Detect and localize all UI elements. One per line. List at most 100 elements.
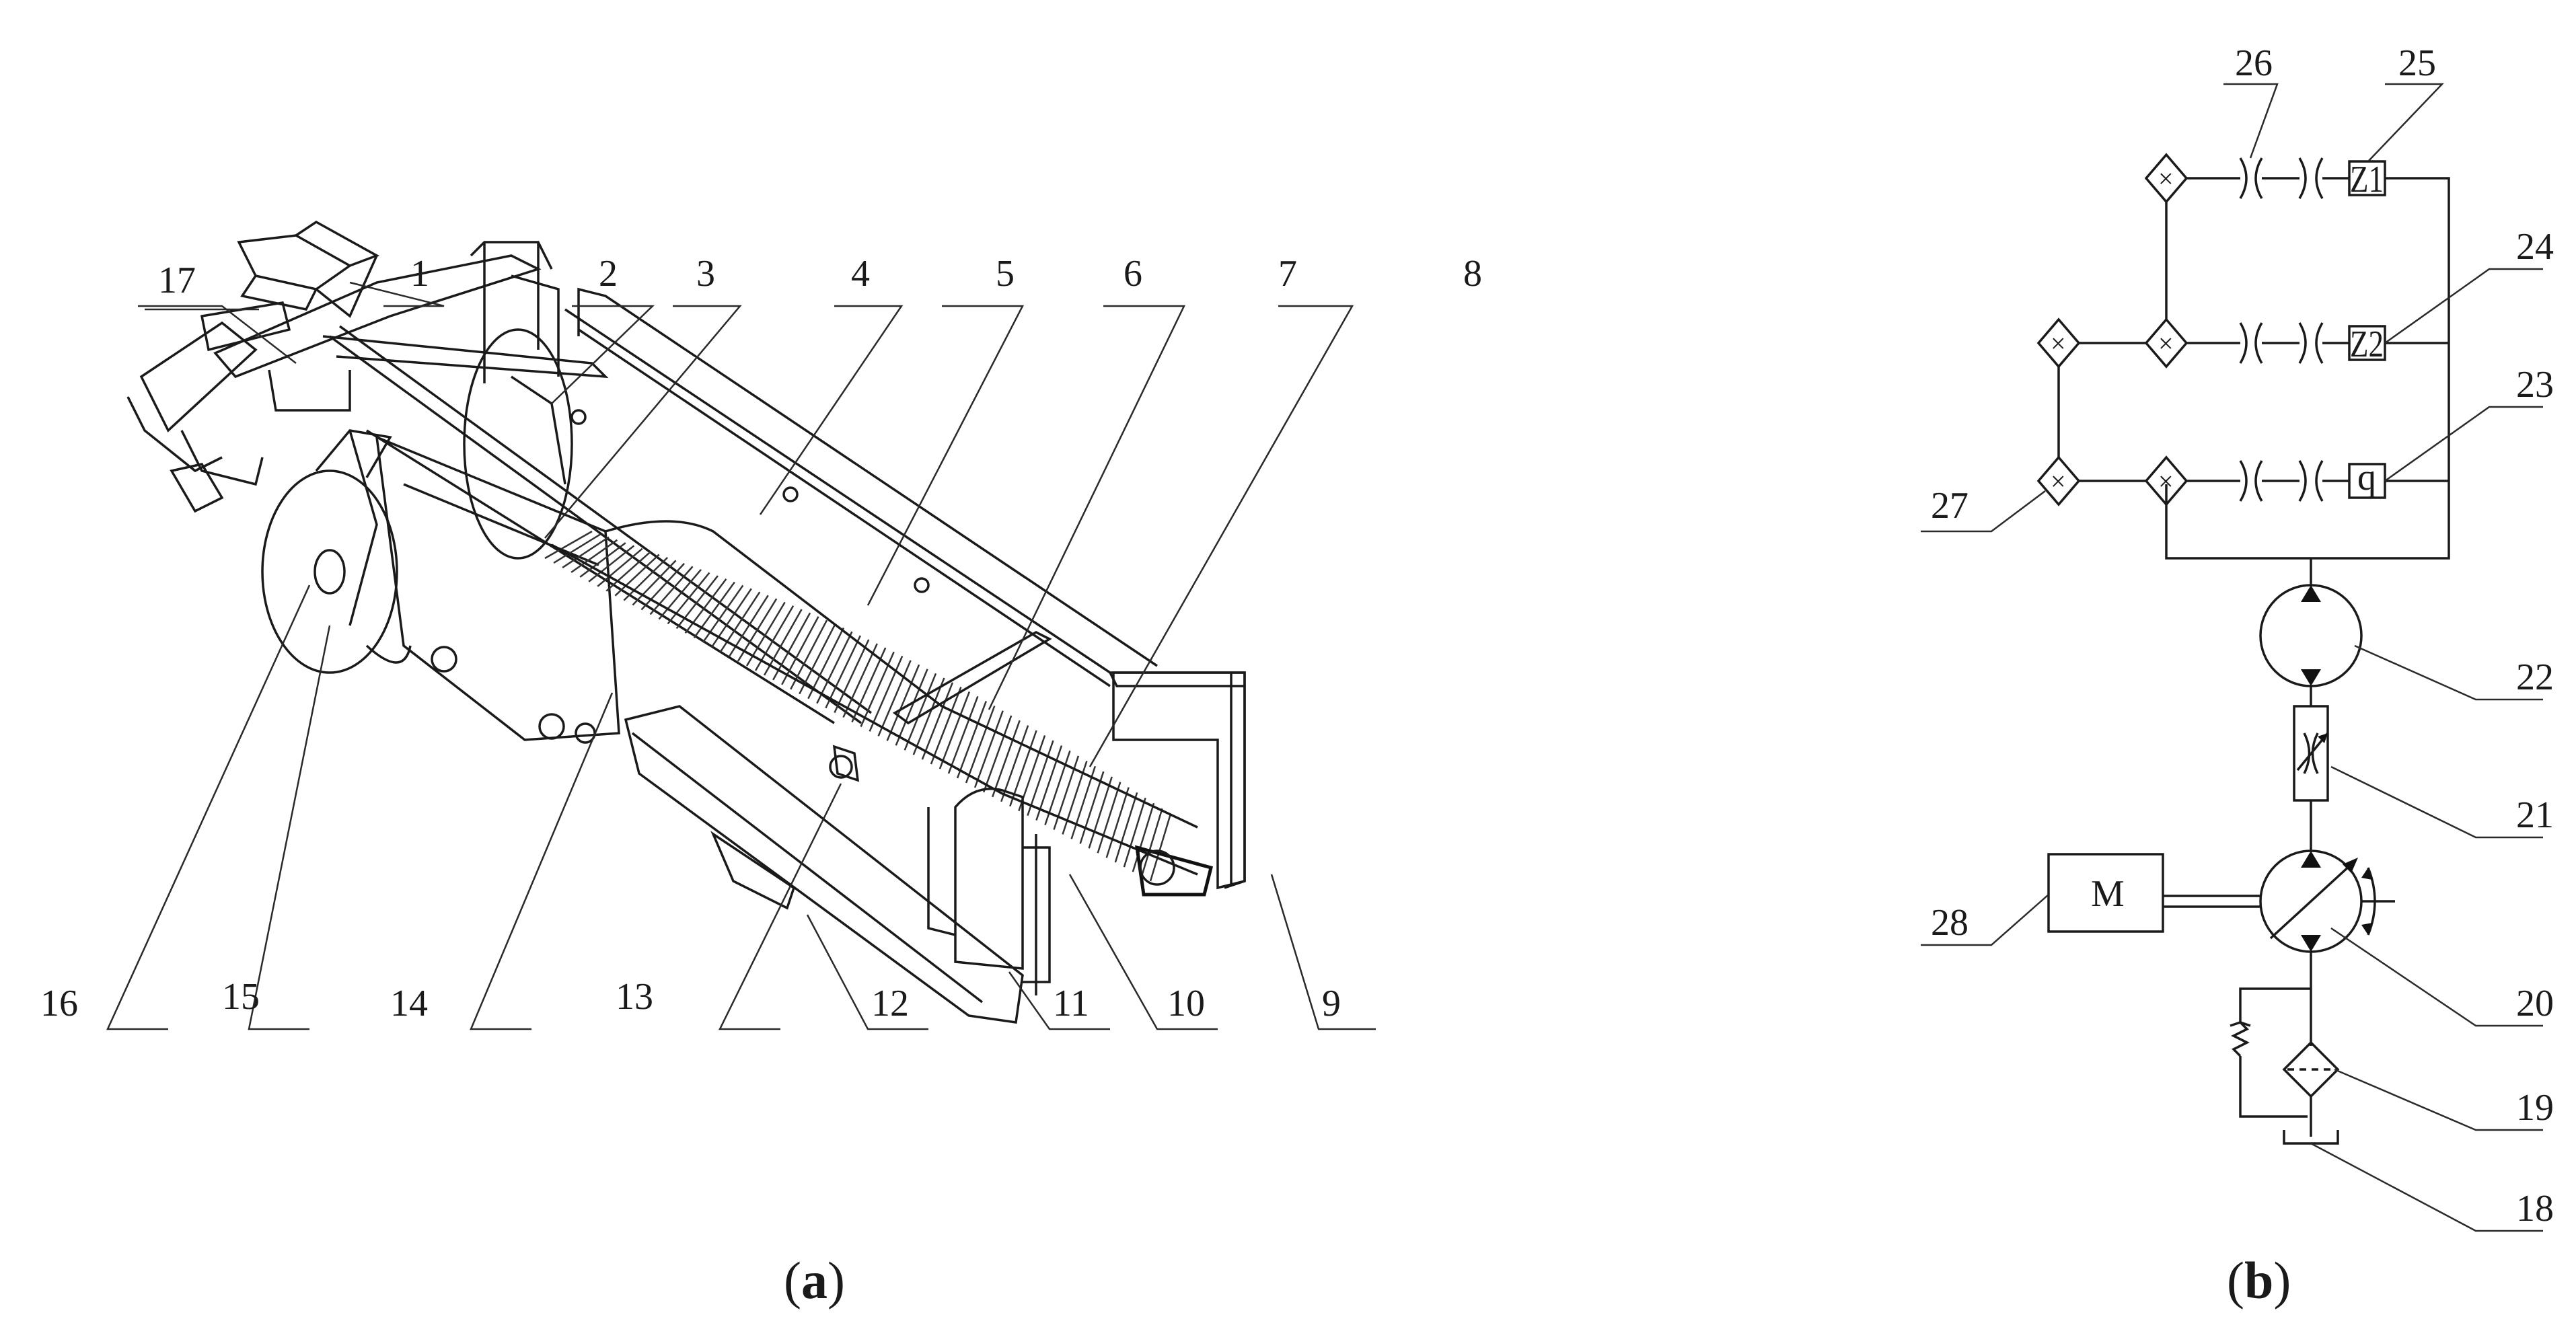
motor-label: M <box>2091 873 2125 915</box>
conveyor-bar <box>1035 745 1063 821</box>
conveyor-bar <box>992 720 1021 798</box>
motor-box <box>2047 853 2164 933</box>
callout-17: 17 <box>158 260 196 301</box>
harvester-drawing <box>126 220 1246 1024</box>
branch-q: q × × <box>2036 455 2386 506</box>
conveyor-bar <box>1079 771 1105 844</box>
conveyor-bar <box>571 539 618 573</box>
conveyor-bar <box>623 556 669 601</box>
callout-2: 2 <box>599 253 618 295</box>
conveyor-bar <box>921 682 954 760</box>
conveyor-bar <box>930 687 962 765</box>
conveyor-bar <box>1105 787 1130 858</box>
conveyor-bar <box>772 612 811 681</box>
conveyor-bar <box>588 545 635 582</box>
crossbar <box>892 631 1052 725</box>
conveyor-bar <box>632 560 677 606</box>
conveyor-bar <box>1123 797 1146 868</box>
conveyor-bar <box>947 695 979 774</box>
callout-leaders-a <box>106 281 1376 1030</box>
conveyor-bar <box>675 575 719 630</box>
conveyor-bar <box>693 581 735 638</box>
relief-valve <box>2230 987 2311 1118</box>
conveyor-bar <box>684 578 727 634</box>
conveyor-bar <box>763 609 803 676</box>
callout-13: 13 <box>616 976 653 1018</box>
callout-4: 4 <box>851 253 870 295</box>
conveyor-bar <box>1114 792 1138 863</box>
callout-labels-b: 26 25 24 23 27 22 21 28 20 19 18 <box>1931 42 2554 1230</box>
conveyor-bar <box>640 562 686 611</box>
callout-26: 26 <box>2235 42 2273 84</box>
conveyor-bar <box>1149 813 1172 882</box>
conveyor-bar <box>807 627 845 700</box>
manifold-lines <box>2165 177 2450 585</box>
branch-z1: Z1 × <box>2144 153 2386 319</box>
multiplier-q: × <box>2158 466 2174 496</box>
drawbar <box>328 325 873 724</box>
valve-z2-label: Z2 <box>2350 324 2384 365</box>
filter <box>2282 1041 2340 1137</box>
callout-16: 16 <box>40 983 78 1024</box>
callout-18: 18 <box>2516 1188 2554 1230</box>
callout-3: 3 <box>696 253 715 295</box>
conveyor-bar <box>799 624 836 695</box>
conveyor-bar <box>956 700 987 779</box>
conveyor-bar <box>895 669 928 746</box>
conveyor-bar <box>842 643 878 718</box>
conveyor-bar <box>719 591 761 652</box>
callout-15: 15 <box>222 976 260 1018</box>
conveyor-bar <box>597 548 643 587</box>
coulter-disc <box>261 429 412 674</box>
conveyor-bar <box>816 631 853 704</box>
drive-box <box>927 788 1051 995</box>
valve-z1-label: Z1 <box>2350 159 2384 200</box>
valve-z1-box <box>2348 160 2386 196</box>
conveyor-bar <box>965 706 996 784</box>
side-plate-left <box>375 435 620 744</box>
callout-leaders-b <box>1921 83 2543 1232</box>
conveyor-bar <box>553 533 601 564</box>
conveyor-bar <box>658 569 702 620</box>
callout-23: 23 <box>2516 364 2554 406</box>
callout-20: 20 <box>2516 983 2554 1024</box>
callout-1: 1 <box>410 253 429 295</box>
callout-7: 7 <box>1278 253 1297 295</box>
conveyor-bar <box>834 639 870 714</box>
conveyor-bar <box>982 715 1013 793</box>
conveyor-bar <box>1027 740 1054 817</box>
callout-10: 10 <box>1167 983 1205 1024</box>
callout-28: 28 <box>1931 902 1968 944</box>
conveyor-bar <box>973 710 1004 788</box>
callout-14: 14 <box>390 983 428 1024</box>
conveyor-bar <box>1000 725 1029 802</box>
shield-plate <box>1112 671 1246 890</box>
caption-a: (a) <box>784 1251 845 1310</box>
callout-11: 11 <box>1053 983 1089 1024</box>
conveyor-bar <box>649 566 694 615</box>
conveyor-bar <box>1070 765 1097 839</box>
valve-q-label: q <box>2357 457 2376 498</box>
conveyor-bar <box>544 530 593 560</box>
callout-5: 5 <box>996 253 1015 295</box>
conveyor-bed <box>544 530 1172 882</box>
callout-21: 21 <box>2516 794 2554 836</box>
conveyor-bar <box>825 635 861 709</box>
variable-pump <box>2259 850 2395 1046</box>
callout-8: 8 <box>1463 253 1482 295</box>
conveyor-bar <box>1088 776 1113 849</box>
conveyor-bar <box>579 542 626 578</box>
throttle-valve <box>2293 705 2329 851</box>
conveyor-bar <box>614 554 660 597</box>
hydraulic-schematic: Z1 × Z2 × × <box>2036 153 2450 1145</box>
conveyor-bar <box>904 673 937 751</box>
multiplier-z1: × <box>2158 163 2174 194</box>
callout-labels-a: 17 1 2 3 4 5 6 7 8 9 10 11 12 13 14 15 1… <box>40 253 1482 1024</box>
callout-24: 24 <box>2516 226 2554 268</box>
conveyor-bar <box>781 616 819 685</box>
conveyor-bar <box>886 664 920 741</box>
hydraulic-motor <box>2259 584 2363 706</box>
conveyor-outline <box>551 520 1214 897</box>
conveyor-bar <box>605 551 652 592</box>
hitch-frame <box>126 220 609 513</box>
